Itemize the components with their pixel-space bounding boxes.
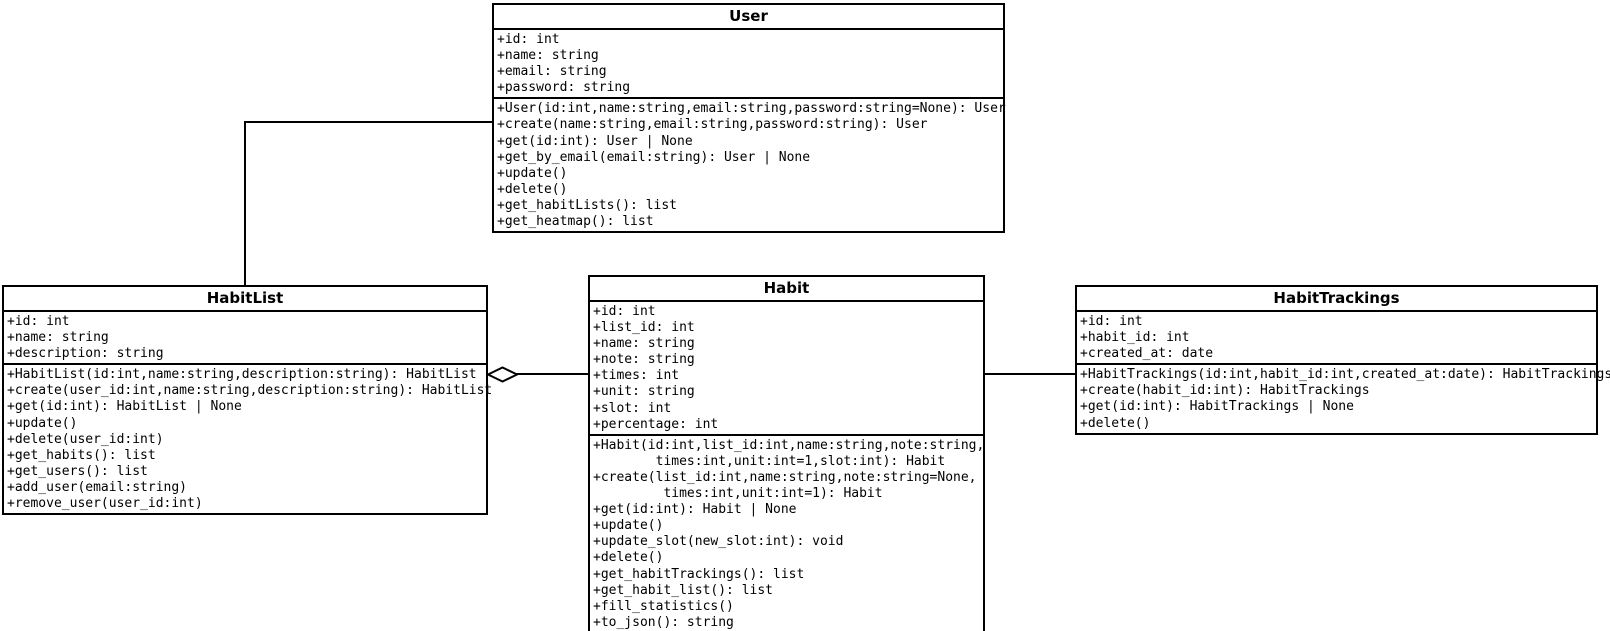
association-habit-habittrackings-line — [985, 373, 1075, 375]
method-row: times:int,unit:int=1): Habit — [593, 486, 883, 502]
attribute-row: +habit_id: int — [1080, 330, 1190, 346]
attribute-row: +name: string — [497, 48, 599, 64]
attribute-row: +email: string — [497, 64, 607, 80]
method-row: +delete() — [497, 181, 568, 197]
method-row: +User(id:int,name:string,email:string,pa… — [497, 101, 1006, 117]
class-box-habitlist: HabitList +id: int+name: string+descript… — [2, 285, 493, 516]
association-user-habitlist-hline — [244, 121, 492, 123]
attribute-row: +name: string — [593, 336, 695, 352]
attribute-row: +note: string — [593, 352, 695, 368]
association-user-habitlist-vline — [244, 121, 246, 285]
attribute-row: +created_at: date — [1080, 346, 1214, 362]
method-row: +to_json(): string — [593, 614, 734, 630]
method-row: +get_by_email(email:string): User | None — [497, 149, 811, 165]
attribute-row: +name: string — [7, 330, 109, 346]
aggregation-diamond-icon — [485, 366, 520, 383]
attribute-row: +unit: string — [593, 384, 695, 400]
method-row: +create(list_id:int,name:string,note:str… — [593, 469, 977, 485]
attribute-row: +id: int — [593, 304, 656, 319]
class-methods-habit: +Habit(id:int,list_id:int,name:string,no… — [590, 435, 985, 631]
method-row: times:int,unit:int=1,slot:int): Habit — [593, 453, 946, 469]
attribute-row: +times: int — [593, 368, 680, 384]
method-row: +get(id:int): HabitList | None — [7, 399, 242, 415]
attribute-row: +password: string — [497, 80, 631, 96]
class-title-user: User — [494, 5, 1003, 30]
class-methods-habitlist: +HabitList(id:int,name:string,descriptio… — [4, 365, 493, 514]
attribute-row: +id: int — [7, 314, 70, 329]
class-title-habittrackings: HabitTrackings — [1077, 287, 1596, 312]
class-attributes-habittrackings: +id: int+habit_id: int+created_at: date — [1077, 312, 1596, 366]
method-row: +delete(user_id:int) — [7, 431, 164, 447]
method-row: +create(habit_id:int): HabitTrackings — [1080, 383, 1370, 399]
class-box-habittrackings: HabitTrackings +id: int+habit_id: int+cr… — [1075, 285, 1610, 435]
method-row: +update() — [7, 415, 78, 431]
method-row: +get_habit_list(): list — [593, 582, 774, 598]
method-row: +update_slot(new_slot:int): void — [593, 534, 844, 550]
class-box-habit: Habit +id: int+list_id: int+name: string… — [588, 275, 985, 631]
attribute-row: +description: string — [7, 346, 164, 362]
method-row: +get_habitLists(): list — [497, 197, 678, 213]
method-row: +get_heatmap(): list — [497, 214, 654, 230]
method-row: +Habit(id:int,list_id:int,name:string,no… — [593, 437, 985, 453]
class-methods-habittrackings: +HabitTrackings(id:int,habit_id:int,crea… — [1077, 365, 1610, 433]
class-methods-user: +User(id:int,name:string,email:string,pa… — [494, 99, 1006, 232]
method-row: +create(name:string,email:string,passwor… — [497, 117, 928, 133]
class-attributes-user: +id: int+name: string+email: string+pass… — [494, 30, 1003, 100]
method-row: +get_habitTrackings(): list — [593, 566, 805, 582]
method-row: +HabitTrackings(id:int,habit_id:int,crea… — [1080, 367, 1610, 383]
method-row: +HabitList(id:int,name:string,descriptio… — [7, 367, 477, 383]
method-row: +create(user_id:int,name:string,descript… — [7, 383, 493, 399]
class-attributes-habitlist: +id: int+name: string+description: strin… — [4, 312, 486, 366]
attribute-row: +slot: int — [593, 400, 672, 416]
class-title-habitlist: HabitList — [4, 287, 486, 312]
attribute-row: +percentage: int — [593, 416, 719, 432]
method-row: +update() — [593, 518, 664, 534]
method-row: +get(id:int): User | None — [497, 133, 693, 149]
method-row: +delete() — [1080, 415, 1151, 431]
method-row: +delete() — [593, 550, 664, 566]
method-row: +remove_user(user_id:int) — [7, 496, 203, 512]
attribute-row: +id: int — [497, 32, 560, 47]
attribute-row: +id: int — [1080, 314, 1143, 329]
method-row: +update() — [497, 165, 568, 181]
method-row: +fill_statistics() — [593, 598, 734, 614]
attribute-row: +list_id: int — [593, 320, 695, 336]
class-box-user: User +id: int+name: string+email: string… — [492, 3, 1006, 234]
method-row: +add_user(email:string) — [7, 479, 188, 495]
class-title-habit: Habit — [590, 277, 983, 302]
class-attributes-habit: +id: int+list_id: int+name: string+note:… — [590, 302, 983, 436]
aggregation-habitlist-habit-line — [514, 373, 588, 375]
method-row: +get(id:int): HabitTrackings | None — [1080, 399, 1354, 415]
method-row: +get(id:int): Habit | None — [593, 502, 797, 518]
method-row: +get_habits(): list — [7, 447, 156, 463]
method-row: +get_users(): list — [7, 463, 148, 479]
